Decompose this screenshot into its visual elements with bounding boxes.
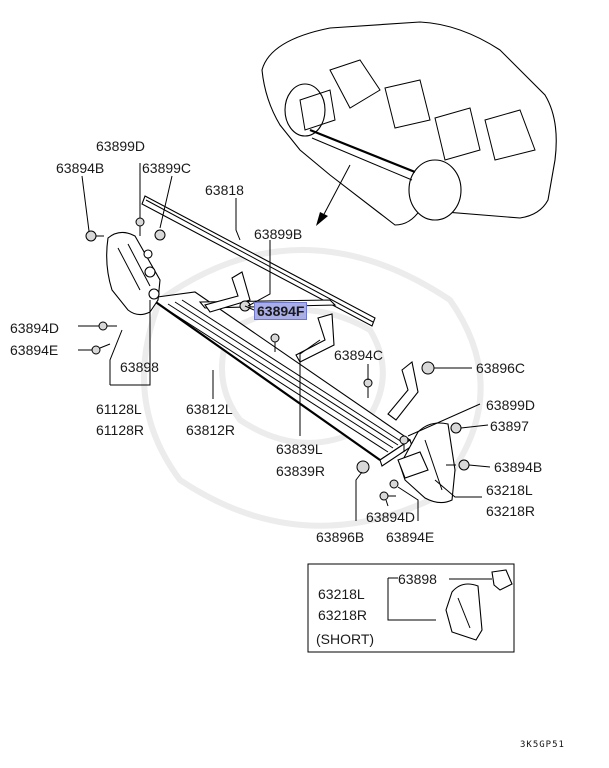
label-63894b-top: 63894B (56, 160, 105, 176)
label-63894d-bottom: 63894D (366, 509, 416, 525)
front-mudguard (106, 231, 161, 316)
label-63899d-right: 63899D (486, 397, 536, 413)
label-63897: 63897 (490, 418, 529, 434)
label-63218l: 63218L (486, 482, 533, 498)
label-63899d-top: 63899D (96, 138, 146, 154)
inset-label-63898: 63898 (398, 571, 437, 587)
step-bracket-2 (295, 313, 335, 363)
step-bracket-1 (204, 271, 251, 313)
label-63812l: 63812L (186, 401, 233, 417)
label-63898-left: 63898 (120, 359, 159, 375)
moulding-strip (141, 195, 376, 327)
label-63899b: 63899B (254, 226, 303, 242)
label-63812r: 63812R (186, 422, 236, 438)
step-bracket-3 (387, 361, 419, 421)
label-61128r: 61128R (96, 422, 145, 438)
rear-mudguard (397, 422, 456, 504)
leader-lines (78, 163, 491, 521)
label-63896c: 63896C (476, 360, 526, 376)
label-63894d-left: 63894D (10, 320, 60, 336)
label-63894e-bottom: 63894E (386, 529, 435, 545)
label-63818: 63818 (205, 182, 244, 198)
label-61128l: 61128L (96, 401, 142, 417)
label-63894c: 63894C (334, 347, 384, 363)
label-63896b: 63896B (316, 529, 365, 545)
label-63894e-left: 63894E (10, 342, 59, 358)
inset-label-63218r: 63218R (318, 607, 368, 623)
short-mudguard-inset (307, 563, 515, 653)
label-63894b-right: 63894B (494, 459, 543, 475)
label-63894f-highlighted[interactable]: 63894F (254, 302, 308, 320)
fasteners (85, 217, 470, 501)
inset-note-short: (SHORT) (316, 631, 375, 647)
label-63839l: 63839L (276, 441, 323, 457)
vehicle-illustration (261, 21, 557, 226)
inset-label-63218l: 63218L (318, 586, 365, 602)
label-63839r: 63839R (276, 463, 326, 479)
label-63218r: 63218R (486, 503, 536, 519)
label-63899c: 63899C (142, 160, 192, 176)
diagram-code: 3K5GP51 (520, 740, 565, 750)
